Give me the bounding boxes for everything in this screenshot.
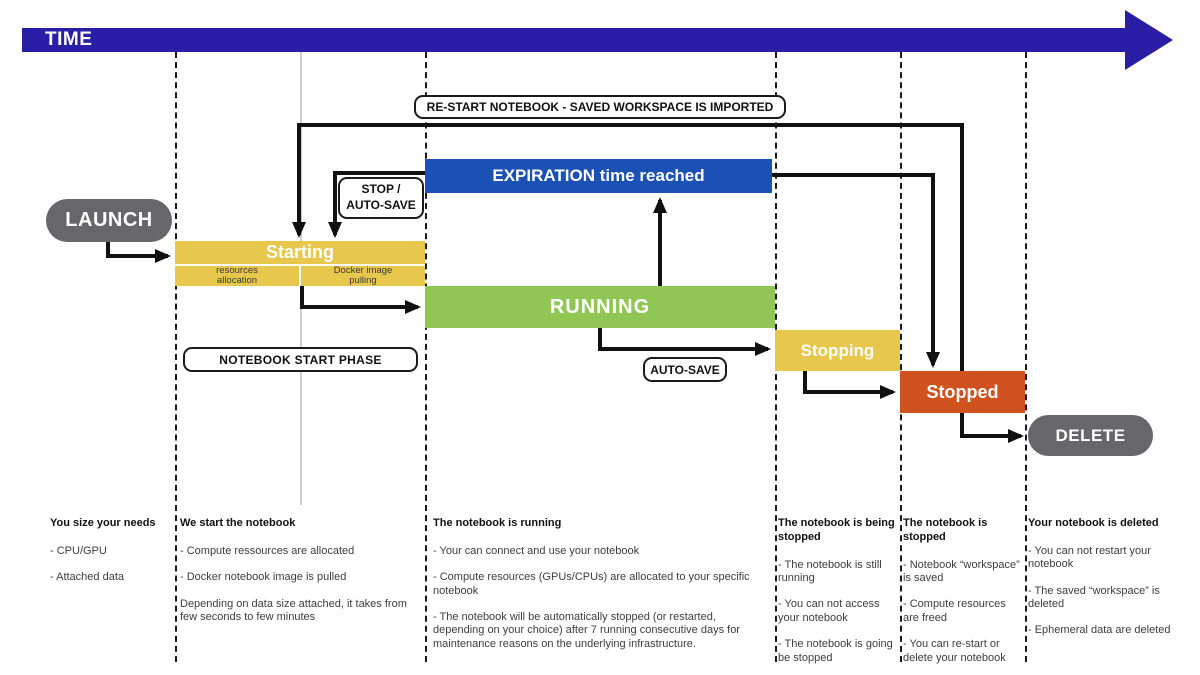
starting-node: Starting resources allocation Docker ima…: [175, 241, 425, 286]
column-size-needs: You size your needs - CPU/GPU - Attached…: [50, 517, 165, 598]
delete-node: DELETE: [1028, 415, 1153, 456]
column-running: The notebook is running - Your can conne…: [433, 517, 768, 664]
stopped-node: Stopped: [900, 371, 1025, 413]
expiration-node: EXPIRATION time reached: [425, 159, 772, 193]
column-item: - Attached data: [50, 571, 124, 584]
arrow-restart-stopped-to-starting: [292, 123, 964, 371]
phase-divider-5: [1025, 52, 1027, 662]
column-item: - Compute ressources are allocated: [180, 544, 355, 557]
arrow-launch-to-starting: [106, 242, 171, 263]
launch-label: LAUNCH: [65, 209, 153, 231]
column-item: - The saved “workspace” is deleted: [1028, 584, 1160, 610]
column-heading: We start the notebook: [180, 517, 296, 529]
phase-divider-2: [425, 52, 427, 662]
restart-notebook-label: RE-START NOTEBOOK - SAVED WORKSPACE IS I…: [414, 95, 786, 119]
running-label: RUNNING: [549, 295, 651, 318]
arrow-expiration-to-stopped: [770, 173, 940, 368]
starting-title: Starting: [265, 242, 334, 262]
arrow-stopped-to-delete: [960, 413, 1024, 443]
arrow-running-to-stopping: [598, 328, 771, 356]
column-stopped: The notebook is stopped - Notebook “work…: [903, 517, 1021, 675]
running-node: RUNNING: [425, 286, 775, 328]
autosave-label: AUTO-SAVE: [643, 357, 727, 382]
column-item: - The notebook will be automatically sto…: [433, 610, 740, 650]
column-deleted: Your notebook is deleted - You can not r…: [1028, 517, 1182, 651]
column-heading: The notebook is being stopped: [778, 517, 895, 543]
arrow-starting-to-running: [300, 286, 421, 314]
notebook-start-phase-text: NOTEBOOK START PHASE: [219, 352, 382, 367]
expiration-label: EXPIRATION time reached: [492, 166, 705, 185]
column-item: - You can not restart your notebook: [1028, 544, 1151, 571]
restart-notebook-text: RE-START NOTEBOOK - SAVED WORKSPACE IS I…: [426, 100, 774, 114]
column-item: - Compute resources are freed: [903, 598, 1006, 624]
column-item: - You can not access your notebook: [778, 598, 880, 624]
stopped-label: Stopped: [926, 381, 999, 402]
column-item: - Notebook “workspace” is saved: [903, 558, 1020, 584]
column-item: - Compute resources (GPUs/CPUs) are allo…: [433, 571, 750, 597]
column-item: - Your can connect and use your notebook: [433, 544, 640, 557]
stop-autosave-label: STOP / AUTO-SAVE: [338, 177, 424, 219]
column-item: - Docker notebook image is pulled: [180, 571, 347, 584]
arrow-stopping-to-stopped: [803, 371, 896, 399]
phase-divider-1: [175, 52, 177, 662]
column-item: - Ephemeral data are deleted: [1028, 624, 1171, 637]
notebook-start-phase-label: NOTEBOOK START PHASE: [183, 347, 418, 372]
column-item: - The notebook is going be stopped: [778, 638, 893, 664]
time-axis-label: TIME: [45, 29, 93, 50]
launch-node: LAUNCH: [46, 199, 172, 242]
column-item: - CPU/GPU: [50, 544, 107, 557]
column-heading: The notebook is running: [433, 517, 562, 529]
time-axis-arrowhead-icon: [1125, 10, 1173, 70]
column-item: - You can re-start or delete your notebo…: [903, 638, 1006, 664]
column-heading: You size your needs: [50, 517, 156, 529]
starting-subphases: resources allocation Docker image pullin…: [175, 264, 425, 286]
phase-divider-4: [900, 52, 902, 662]
stopping-node: Stopping: [775, 330, 900, 371]
starting-sub-docker: Docker image pulling: [333, 265, 393, 286]
delete-label: DELETE: [1055, 425, 1126, 445]
stopping-label: Stopping: [800, 340, 875, 360]
autosave-text: AUTO-SAVE: [650, 362, 720, 377]
column-heading: The notebook is stopped: [903, 517, 988, 543]
column-item: Depending on data size attached, it take…: [180, 597, 407, 623]
column-start-notebook: We start the notebook - Compute ressourc…: [180, 517, 422, 637]
starting-sub-resources: resources allocation: [175, 266, 301, 286]
column-heading: Your notebook is deleted: [1028, 517, 1159, 529]
column-being-stopped: The notebook is being stopped - The note…: [778, 517, 896, 675]
column-item: - The notebook is still running: [778, 558, 882, 584]
time-axis-bar: TIME: [22, 28, 1125, 52]
arrow-expiration-to-starting: [328, 171, 427, 238]
